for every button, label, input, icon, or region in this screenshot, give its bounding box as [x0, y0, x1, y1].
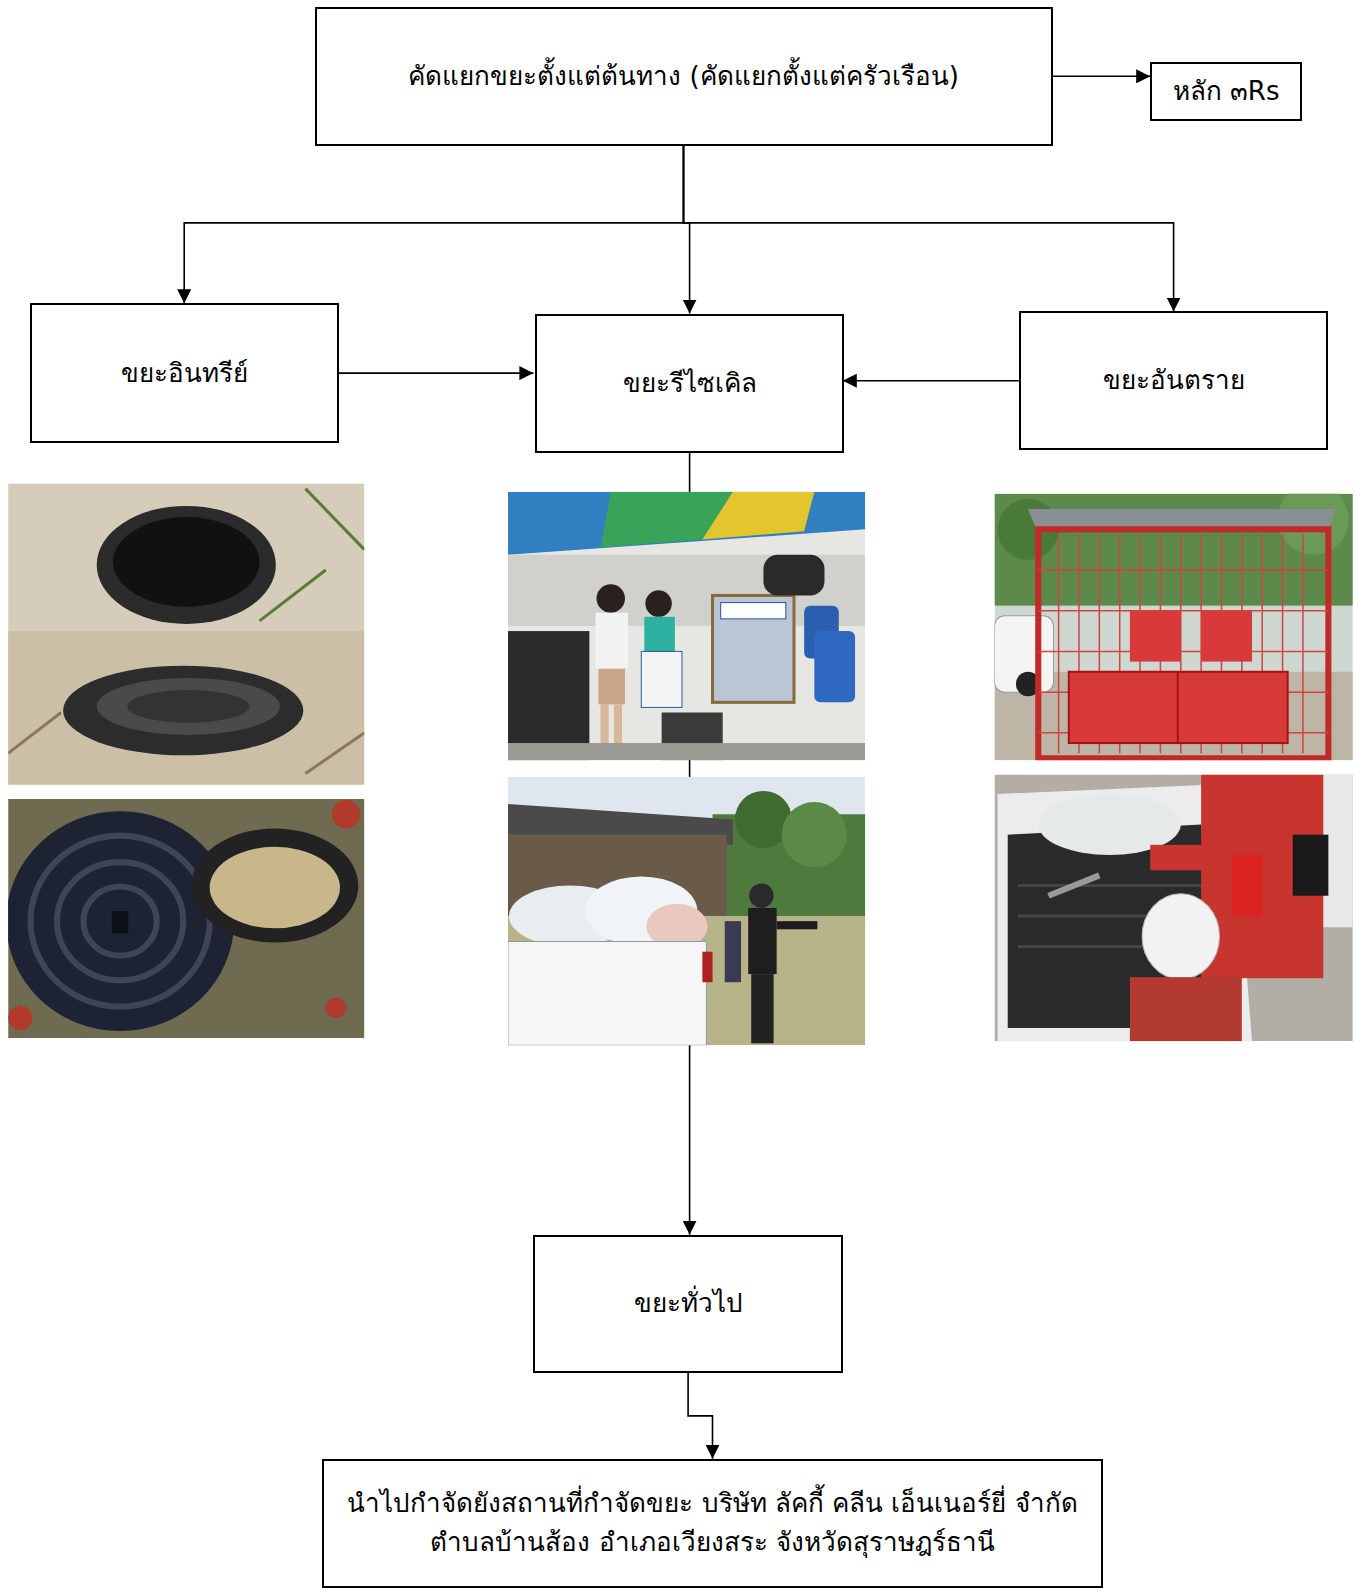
recycle-truck-photo — [508, 777, 865, 1046]
flow-arrow — [688, 1373, 712, 1459]
flow-arrow — [1053, 76, 1151, 78]
box-label: ขยะอันตราย — [1103, 361, 1245, 400]
flow-arrow — [684, 146, 690, 314]
flow-arrow — [184, 146, 683, 304]
process-box: นำไปกำจัดยังสถานที่กำจัดขยะ บริษัท ลัคกี… — [322, 1459, 1104, 1588]
box-label: ขยะรีไซเคิล — [623, 364, 757, 403]
organic-bin-photo — [8, 483, 364, 784]
hazardous-collect-photo — [994, 775, 1352, 1042]
process-box: ขยะรีไซเคิล — [535, 314, 843, 453]
process-box: คัดแยกขยะตั้งแต่ต้นทาง (คัดแยกตั้งแต่ครั… — [315, 7, 1053, 145]
box-label: นำไปกำจัดยังสถานที่กำจัดขยะ บริษัท ลัคกี… — [341, 1484, 1084, 1562]
recycle-bank-photo — [508, 492, 865, 761]
process-box: ขยะทั่วไป — [533, 1235, 842, 1373]
process-box: หลัก ๓Rs — [1150, 62, 1302, 121]
hazardous-cage-photo — [994, 494, 1352, 761]
box-label: คัดแยกขยะตั้งแต่ต้นทาง (คัดแยกตั้งแต่ครั… — [408, 57, 959, 96]
process-box: ขยะอันตราย — [1019, 311, 1328, 449]
box-label: หลัก ๓Rs — [1173, 72, 1280, 111]
box-label: ขยะทั่วไป — [634, 1284, 743, 1323]
organic-bin-photo — [8, 799, 364, 1038]
box-label: ขยะอินทรีย์ — [121, 354, 248, 393]
flow-arrow — [843, 380, 1019, 382]
flow-arrow — [339, 372, 533, 374]
process-box: ขยะอินทรีย์ — [30, 303, 339, 442]
flow-arrow — [684, 146, 1174, 312]
